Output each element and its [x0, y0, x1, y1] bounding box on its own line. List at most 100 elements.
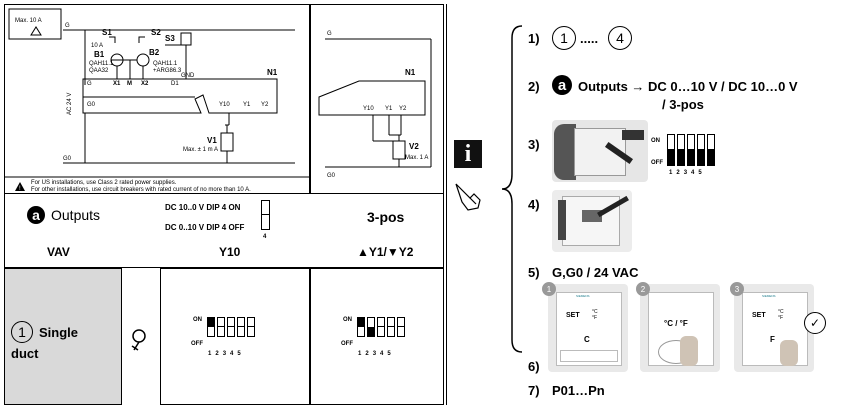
- three-pos-label: 3-pos: [367, 209, 405, 225]
- d2-g-label: G: [327, 31, 332, 37]
- dip-switch-row: [207, 317, 255, 337]
- outputs-badge: a: [27, 206, 45, 224]
- b2-label: B2: [149, 48, 160, 57]
- step4-label: 4): [528, 197, 540, 212]
- s1-label: S1: [102, 28, 112, 37]
- step1-label: 1): [528, 31, 540, 46]
- warning-line-1: For US installations, use Class 2 rated …: [31, 180, 177, 186]
- m-label: M: [127, 81, 132, 87]
- step7-label: 7): [528, 383, 540, 398]
- step2-badge: a: [552, 75, 572, 95]
- step7-text: P01…Pn: [552, 383, 605, 398]
- dip-on-label: ON: [193, 317, 202, 323]
- panel3-set: SET: [752, 312, 766, 319]
- step3-dip-row: [667, 134, 715, 166]
- dip-off-label-2: OFF: [341, 341, 353, 347]
- ac-label: AC 24 V: [67, 93, 73, 115]
- panel1-set: SET: [566, 312, 580, 319]
- wiring-diagram-1: AC 24 V ! Max. 10 A G S1 S2 S3 10 A B1 B…: [4, 4, 311, 194]
- g0-label: G0: [87, 102, 96, 108]
- dip-switch-2[interactable]: [677, 134, 685, 166]
- wiring-diagram-2-lines: [318, 38, 432, 168]
- gnd-label: GND: [181, 73, 195, 79]
- panel-num-3: 3: [730, 282, 744, 296]
- wiring-diagram-2: G N1 Y10 Y1 Y2 V2 Max. 1 A G0: [310, 4, 444, 194]
- outputs-section: a Outputs DC 10..0 V DIP 4 ON DC 0..10 V…: [4, 194, 444, 268]
- dip-switch-row-2: [357, 317, 405, 337]
- thermostat-panel-1: SIEMENS SET °C °F C: [548, 284, 628, 372]
- dip-off-label: OFF: [191, 341, 203, 347]
- step1-to: 4: [608, 26, 632, 50]
- step2-text: Outputs → DC 0…10 V / DC 10…0 V: [578, 79, 798, 94]
- qah2-label: QAH11.1: [153, 61, 178, 67]
- arg-label: +ARG86.3: [153, 68, 182, 74]
- step3-label: 3): [528, 137, 540, 152]
- y10-output-label: Y10: [219, 245, 241, 259]
- panel1-unit: °C: [592, 309, 598, 315]
- panel1-unit2: °F: [592, 315, 598, 321]
- g-label: G: [87, 81, 92, 87]
- duct-label: duct: [11, 346, 39, 361]
- d2-g0-label: G0: [327, 173, 336, 179]
- dip-switch-5[interactable]: [247, 317, 255, 337]
- thermostat-panel-3: SIEMENS SET °C °F F: [734, 284, 814, 372]
- brace: [501, 25, 523, 353]
- dip-switch-3[interactable]: [377, 317, 385, 337]
- d2-v2-label: V2: [409, 142, 419, 151]
- dip4-number: 4: [263, 234, 267, 240]
- dip-switch-5[interactable]: [397, 317, 405, 337]
- dip-switch-1[interactable]: [667, 134, 675, 166]
- dip-on-label-2: ON: [343, 317, 352, 323]
- x2-label: X2: [141, 81, 149, 87]
- g0-bottom-label: G0: [63, 156, 72, 162]
- d2-y2-label: Y2: [399, 106, 407, 112]
- outputs-label: Outputs: [51, 207, 101, 223]
- panel2-text: °C / °F: [664, 319, 688, 328]
- probe-icon: [128, 328, 150, 352]
- dip-switch-3[interactable]: [227, 317, 235, 337]
- qaa32-label: QAA32: [89, 68, 109, 74]
- dip-switch-4[interactable]: [237, 317, 245, 337]
- dip-switch-4[interactable]: [697, 134, 705, 166]
- y1-label: Y1: [243, 102, 251, 108]
- panel1-letter: C: [584, 335, 590, 344]
- y1y2-output-label: ▲Y1/▼Y2: [357, 245, 414, 259]
- device-dip-photo: [552, 120, 648, 182]
- dip-switch-3[interactable]: [687, 134, 695, 166]
- panel-num-1: 1: [542, 282, 556, 296]
- dip-switch-5[interactable]: [707, 134, 715, 166]
- step1-from: 1: [552, 26, 576, 50]
- max1ma-label: Max. ± 1 m A: [183, 147, 218, 153]
- d2-n1-label: N1: [405, 68, 416, 77]
- warning-line-2: For other installations, use circuit bre…: [31, 187, 251, 193]
- dc0-label: DC 0..10 V DIP 4 OFF: [165, 223, 245, 232]
- dip-switch-1[interactable]: [357, 317, 365, 337]
- v1-label: V1: [207, 136, 217, 145]
- hand-pointer-icon: [452, 178, 492, 214]
- step3-dip-off: OFF: [651, 160, 663, 166]
- n1-label: N1: [267, 68, 278, 77]
- dip-switch-4[interactable]: [387, 317, 395, 337]
- dip4-switch: [261, 200, 270, 230]
- d2-y1-label: Y1: [385, 106, 393, 112]
- thermostat-panel-2: °C / °F: [640, 284, 720, 372]
- dip-switch-2[interactable]: [367, 317, 375, 337]
- single-label: Single: [39, 325, 79, 340]
- step3-dip-on: ON: [651, 138, 660, 144]
- b1-label: B1: [94, 50, 105, 59]
- fuse-max-label: Max. 10 A: [15, 18, 42, 24]
- panel-num-2: 2: [636, 282, 650, 296]
- single-duct-number: 1: [11, 321, 33, 343]
- step2-label: 2): [528, 79, 540, 94]
- divider-line: [446, 4, 447, 405]
- step6-label: 6): [528, 359, 540, 374]
- step2-text2: / 3-pos: [662, 97, 704, 112]
- dip-switch-1[interactable]: [207, 317, 215, 337]
- dip-switch-2[interactable]: [217, 317, 225, 337]
- info-icon: i: [454, 140, 482, 168]
- x1-label: X1: [113, 81, 121, 87]
